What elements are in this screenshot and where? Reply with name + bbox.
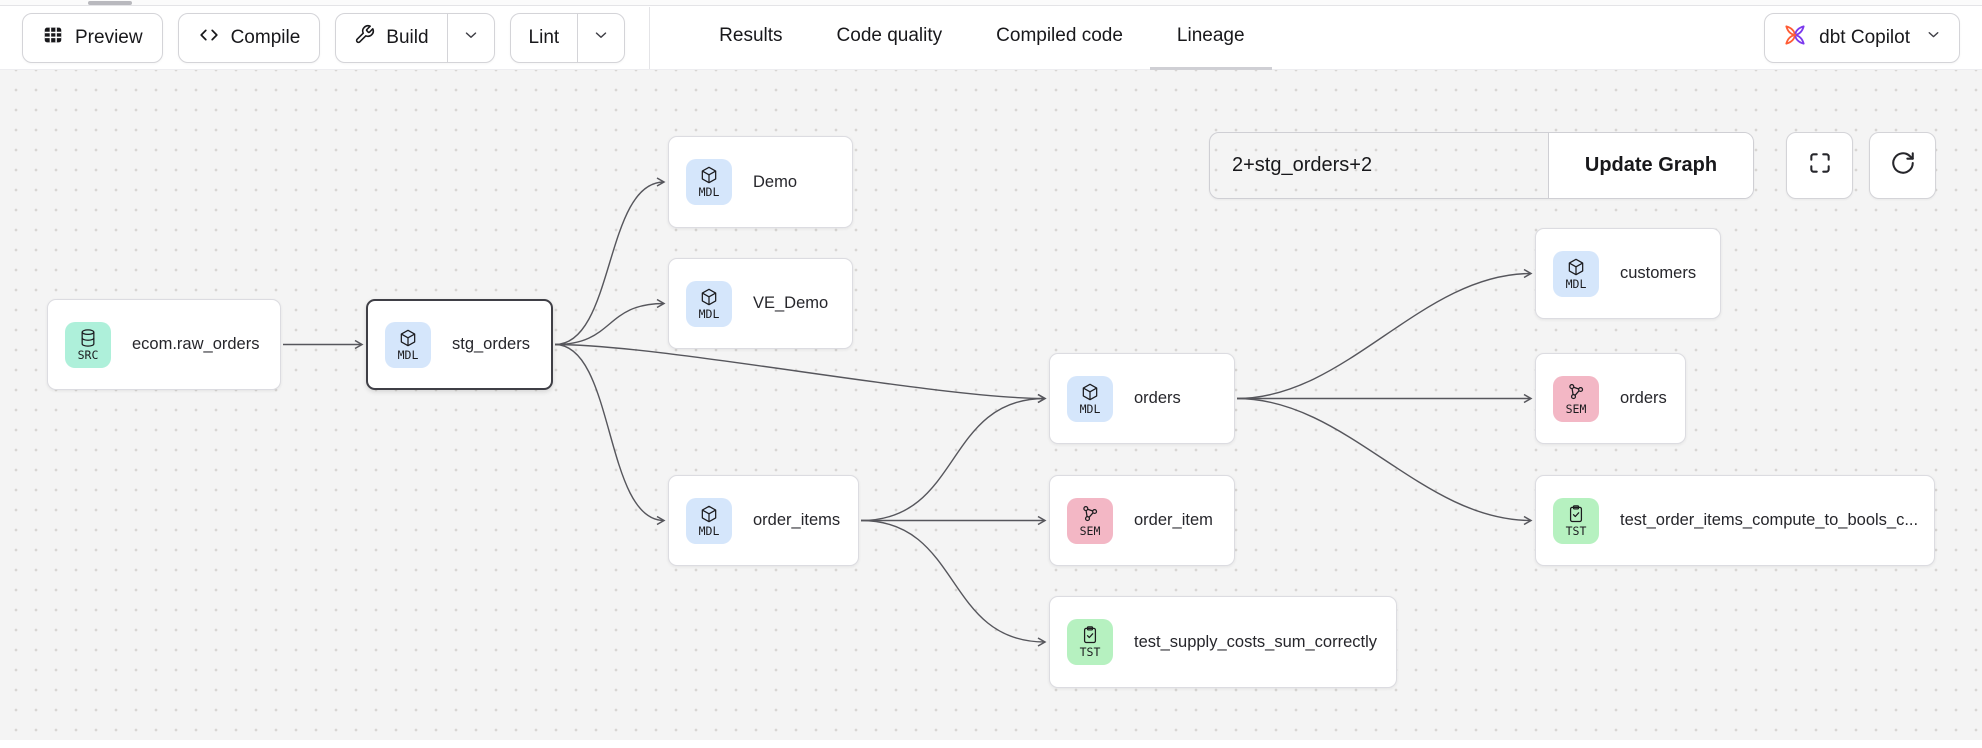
chevron-down-icon xyxy=(462,26,480,49)
node-type-label: MDL xyxy=(397,347,419,362)
top-edge-strip xyxy=(0,0,1982,6)
build-button[interactable]: Build xyxy=(336,14,446,62)
node-type-label: SEM xyxy=(1079,523,1101,538)
lint-split-button: Lint xyxy=(509,12,626,63)
lineage-filter-group: Update Graph xyxy=(1209,132,1754,199)
graph-node-test_order_items[interactable]: TST test_order_items_compute_to_bools_c..… xyxy=(1535,475,1935,566)
horizontal-scrollbar-thumb[interactable] xyxy=(88,1,132,5)
tab-lineage[interactable]: Lineage xyxy=(1149,6,1272,70)
node-type-label: SEM xyxy=(1565,401,1587,416)
node-type-label: MDL xyxy=(698,306,720,321)
compile-label: Compile xyxy=(230,26,301,48)
toolbar: Preview Compile Build Lint xyxy=(0,6,1982,70)
table-icon xyxy=(42,24,64,52)
node-type-label: MDL xyxy=(1079,401,1101,416)
cube-icon xyxy=(1080,382,1100,402)
result-tabs: Results Code quality Compiled code Lineage xyxy=(692,6,1272,70)
build-label: Build xyxy=(386,26,429,48)
node-type-label: TST xyxy=(1565,523,1587,538)
fullscreen-icon xyxy=(1807,150,1833,181)
lineage-selector-input[interactable] xyxy=(1210,133,1548,198)
graph-node-order_item_sem[interactable]: SEM order_item xyxy=(1049,475,1235,566)
graph-node-orders_mdl[interactable]: MDL orders xyxy=(1049,353,1235,444)
clipboard-check-icon xyxy=(1566,504,1586,524)
node-label: orders xyxy=(1620,389,1667,407)
cube-icon xyxy=(1566,257,1586,277)
graph-node-ecom_raw_orders[interactable]: SRC ecom.raw_orders xyxy=(47,299,281,390)
lint-label: Lint xyxy=(528,26,560,48)
dbt-copilot-button[interactable]: dbt Copilot xyxy=(1764,12,1960,63)
network-icon xyxy=(1566,382,1586,402)
graph-node-demo[interactable]: MDL Demo xyxy=(668,136,853,228)
node-type-label: SRC xyxy=(77,347,99,362)
node-label: stg_orders xyxy=(452,335,530,353)
cube-icon xyxy=(699,504,719,524)
cube-icon xyxy=(398,328,418,348)
chevron-down-icon xyxy=(1925,26,1942,49)
graph-node-order_items[interactable]: MDL order_items xyxy=(668,475,859,566)
node-label: order_items xyxy=(753,511,841,529)
graph-node-test_supply[interactable]: TST test_supply_costs_sum_correctly xyxy=(1049,596,1397,688)
preview-button[interactable]: Preview xyxy=(22,12,163,63)
node-label: test_order_items_compute_to_bools_c... xyxy=(1620,511,1919,529)
graph-node-orders_sem[interactable]: SEM orders xyxy=(1535,353,1686,444)
node-label: ecom.raw_orders xyxy=(132,335,260,353)
code-icon xyxy=(198,24,220,52)
database-icon xyxy=(78,328,98,348)
cube-icon xyxy=(699,165,719,185)
preview-label: Preview xyxy=(75,26,143,48)
node-label: VE_Demo xyxy=(753,294,829,312)
fullscreen-button[interactable] xyxy=(1786,132,1853,199)
cube-icon xyxy=(699,287,719,307)
graph-node-customers[interactable]: MDL customers xyxy=(1535,228,1721,319)
node-label: order_item xyxy=(1134,511,1213,529)
node-label: orders xyxy=(1134,389,1181,407)
toolbar-divider xyxy=(649,6,651,69)
copilot-label: dbt Copilot xyxy=(1819,26,1910,48)
chevron-down-icon xyxy=(592,26,610,49)
clipboard-check-icon xyxy=(1080,625,1100,645)
wrench-icon xyxy=(354,24,375,51)
tab-code-quality[interactable]: Code quality xyxy=(836,25,943,46)
refresh-icon xyxy=(1890,150,1916,181)
lint-button[interactable]: Lint xyxy=(511,14,578,62)
node-label: customers xyxy=(1620,264,1697,282)
graph-node-stg_orders[interactable]: MDL stg_orders xyxy=(366,299,553,390)
build-split-button: Build xyxy=(335,12,495,63)
node-type-label: MDL xyxy=(1565,276,1587,291)
network-icon xyxy=(1080,504,1100,524)
tab-compiled-code[interactable]: Compiled code xyxy=(996,25,1123,46)
build-dropdown-button[interactable] xyxy=(446,13,494,62)
node-type-label: MDL xyxy=(698,523,720,538)
node-label: test_supply_costs_sum_correctly xyxy=(1134,632,1378,651)
node-type-label: MDL xyxy=(698,185,720,200)
dbt-logo-icon xyxy=(1782,22,1808,54)
lineage-edges xyxy=(283,177,1533,647)
update-graph-button[interactable]: Update Graph xyxy=(1548,133,1753,198)
refresh-button[interactable] xyxy=(1869,132,1936,199)
node-label: Demo xyxy=(753,172,798,191)
lint-dropdown-button[interactable] xyxy=(577,13,624,62)
tab-results[interactable]: Results xyxy=(719,25,783,46)
compile-button[interactable]: Compile xyxy=(177,12,321,63)
node-type-label: TST xyxy=(1079,645,1101,660)
graph-node-ve_demo[interactable]: MDL VE_Demo xyxy=(668,258,853,349)
